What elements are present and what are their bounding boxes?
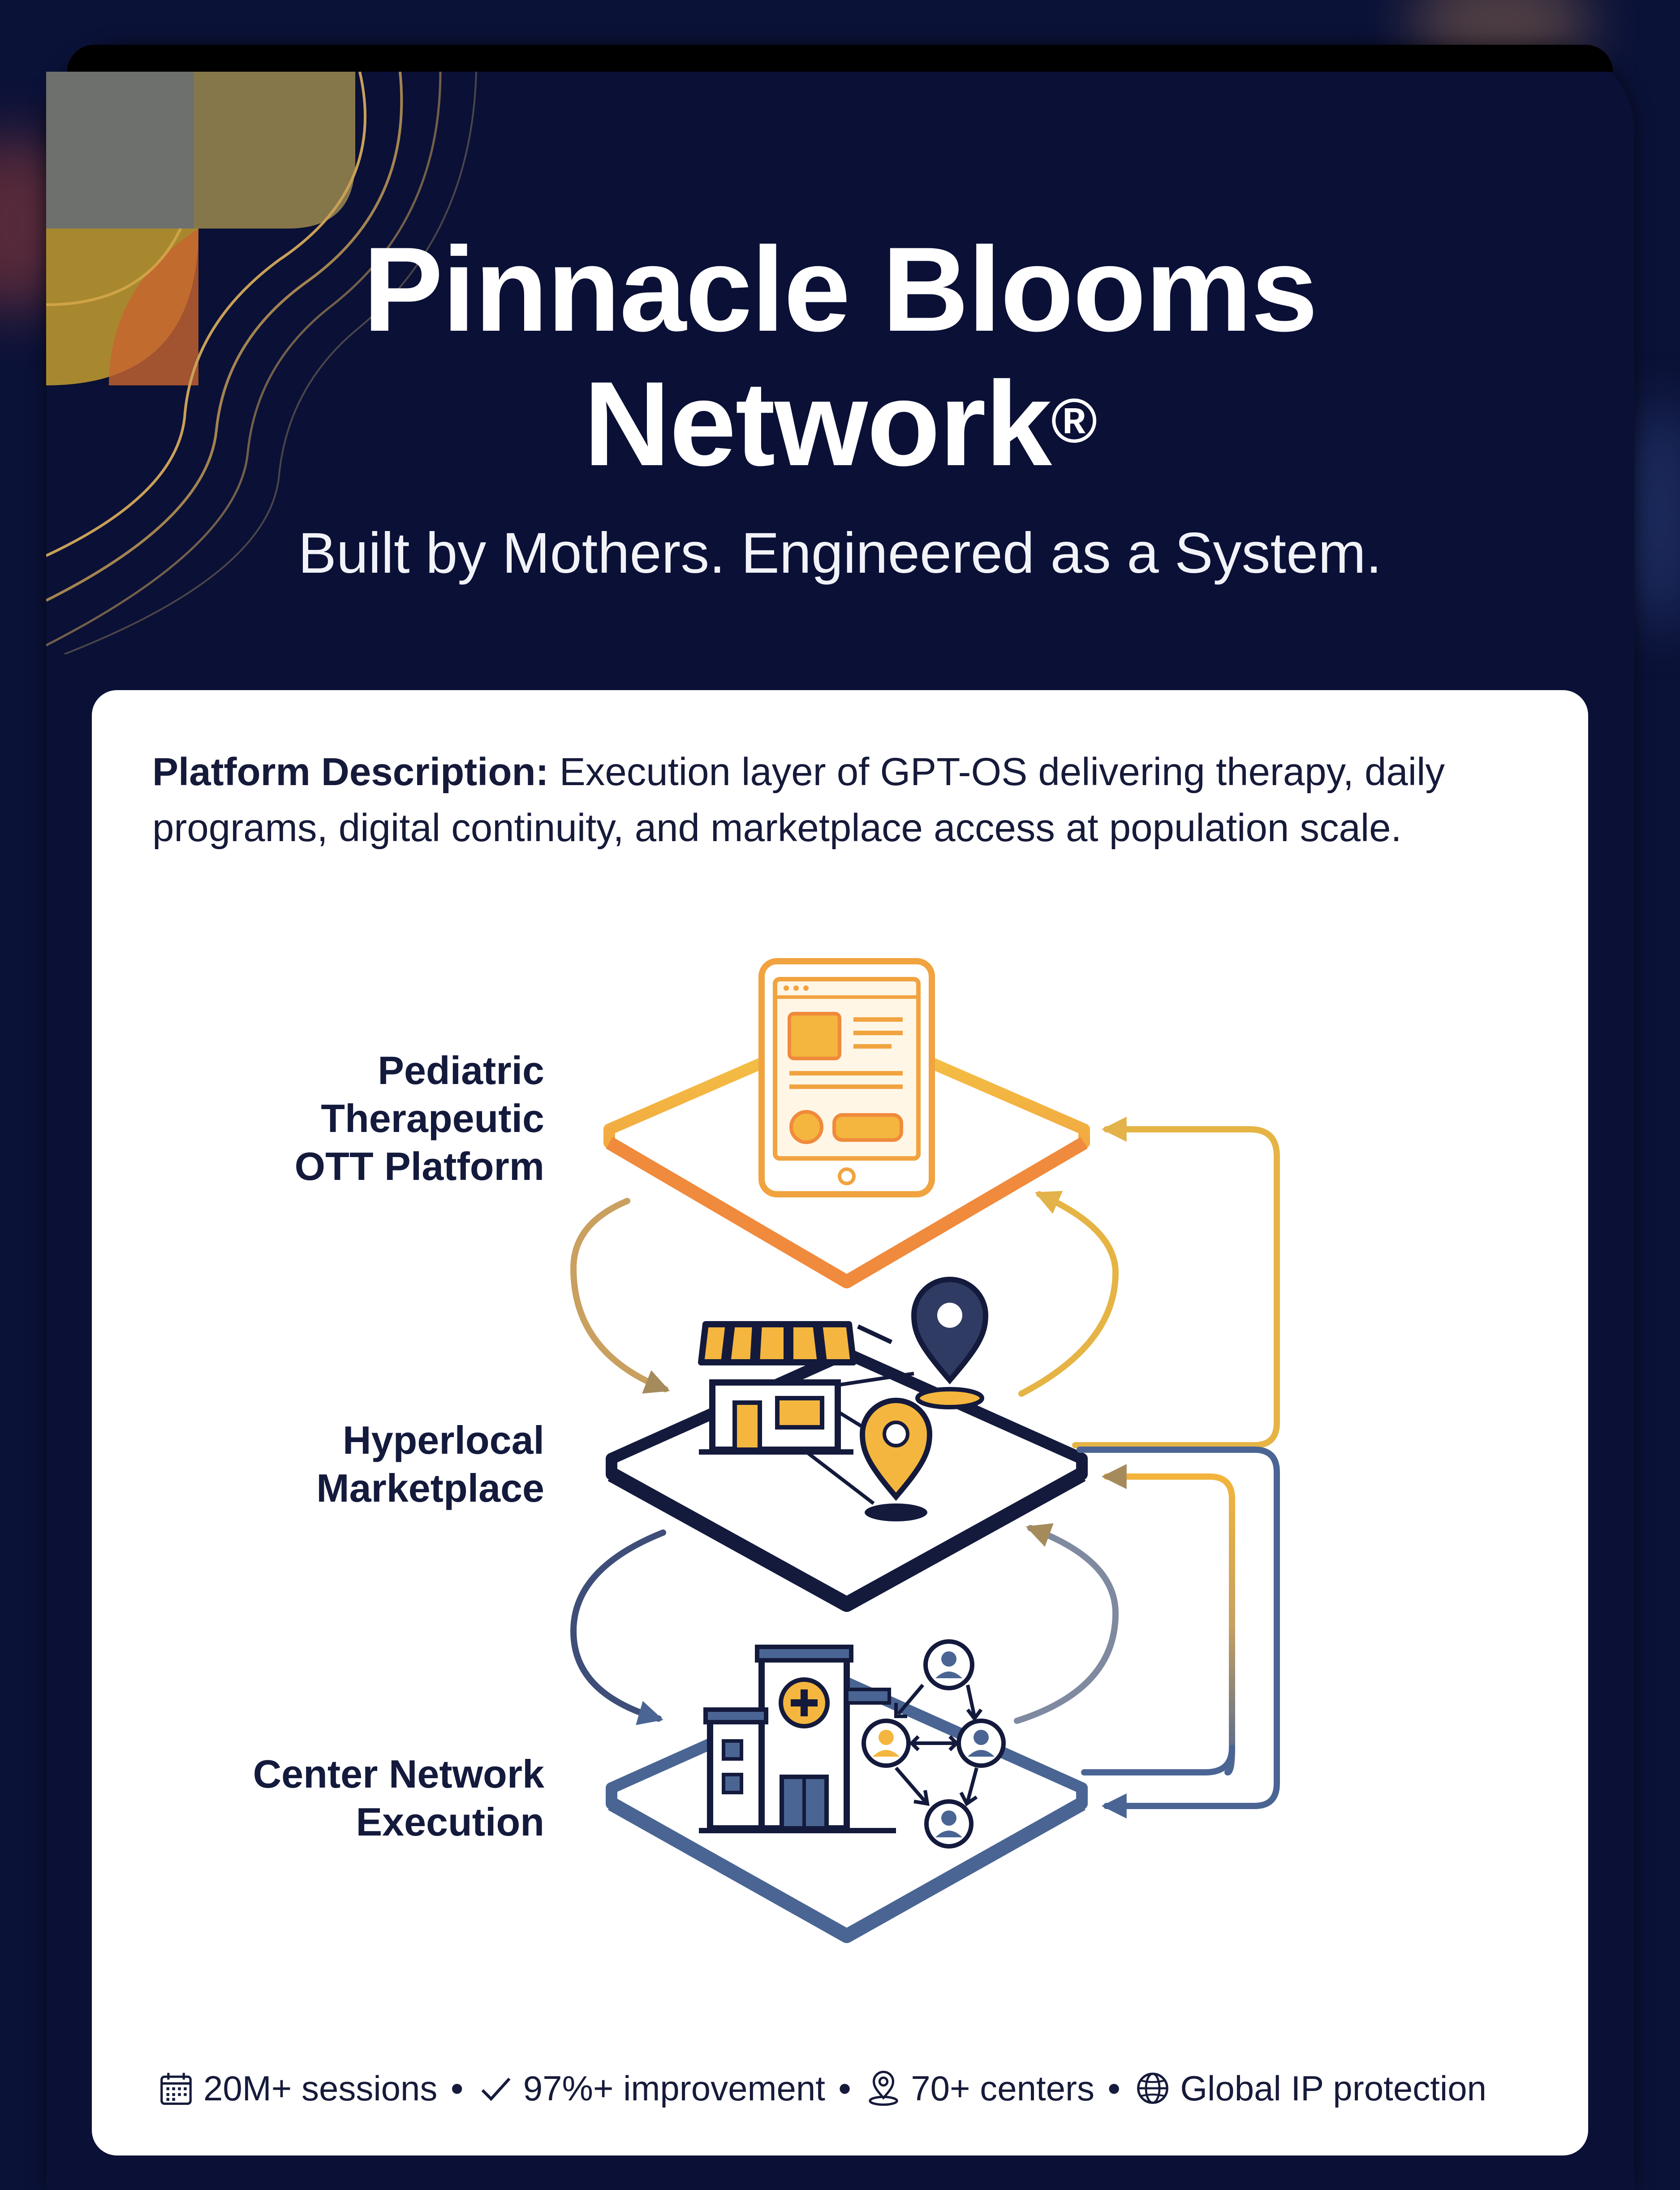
person-icon	[923, 1639, 974, 1690]
tagline: Built by Mothers. Engineered as a System…	[298, 521, 1382, 585]
label-line: Execution	[356, 1800, 544, 1844]
stat-improvement: 97%+ improvement	[477, 2068, 825, 2109]
platform-description: Platform Description: Execution layer of…	[152, 744, 1541, 856]
calendar-icon	[160, 2073, 192, 2105]
separator: •	[838, 2068, 851, 2108]
title-line-1: Pinnacle Blooms	[363, 222, 1318, 356]
stat-centers: 70+ centers	[864, 2068, 1094, 2109]
label-line: Center Network	[253, 1752, 544, 1796]
stat-centers-text: 70+ centers	[911, 2068, 1095, 2108]
stats-bar: 20M+ sessions • 97%+ improvement • 70+ c…	[157, 2061, 1546, 2115]
title-line-2: Network	[583, 356, 1052, 491]
description-text: Execution layer of GPT-OS delivering the…	[152, 750, 1445, 850]
stat-sessions: 20M+ sessions	[157, 2068, 437, 2109]
description-label: Platform Description:	[152, 750, 549, 794]
label-line: OTT Platform	[294, 1144, 544, 1188]
checkmark-icon	[481, 2078, 511, 2101]
stat-ip-protection: Global IP protection	[1133, 2068, 1486, 2109]
stat-sessions-text: 20M+ sessions	[203, 2068, 438, 2108]
layer-label-marketplace: Hyperlocal Marketplace	[96, 1416, 544, 1512]
storefront-icon	[698, 1321, 914, 1505]
tablet-icon	[758, 958, 935, 1197]
label-line: Therapeutic	[321, 1096, 544, 1140]
location-pin-icon	[869, 2070, 898, 2106]
person-icon	[956, 1719, 1006, 1768]
label-line: Hyperlocal	[343, 1418, 544, 1462]
label-line: Pediatric	[378, 1048, 544, 1093]
page-title: Pinnacle Blooms Network®	[0, 222, 1680, 491]
globe-icon	[1137, 2073, 1169, 2104]
stat-improvement-text: 97%+ improvement	[523, 2068, 825, 2108]
label-line: Marketplace	[316, 1466, 544, 1510]
layer-marketplace	[606, 1348, 1088, 1612]
clinic-building-icon	[699, 1645, 896, 1833]
layer-label-ott: Pediatric Therapeutic OTT Platform	[96, 1046, 544, 1190]
separator: •	[451, 2068, 463, 2108]
decorative-shapes	[46, 72, 477, 654]
people-network-icon	[862, 1639, 1006, 1849]
registered-mark: ®	[1051, 385, 1097, 456]
person-icon	[862, 1719, 911, 1768]
map-pin-icon	[859, 1398, 933, 1521]
layer-label-center-network: Center Network Execution	[96, 1750, 544, 1846]
flow-arrows	[570, 1117, 1280, 1819]
map-pin-icon	[911, 1277, 989, 1409]
person-icon	[924, 1799, 974, 1849]
separator: •	[1108, 2068, 1120, 2108]
card-top-edge	[67, 45, 1613, 72]
stat-ip-protection-text: Global IP protection	[1180, 2068, 1486, 2108]
